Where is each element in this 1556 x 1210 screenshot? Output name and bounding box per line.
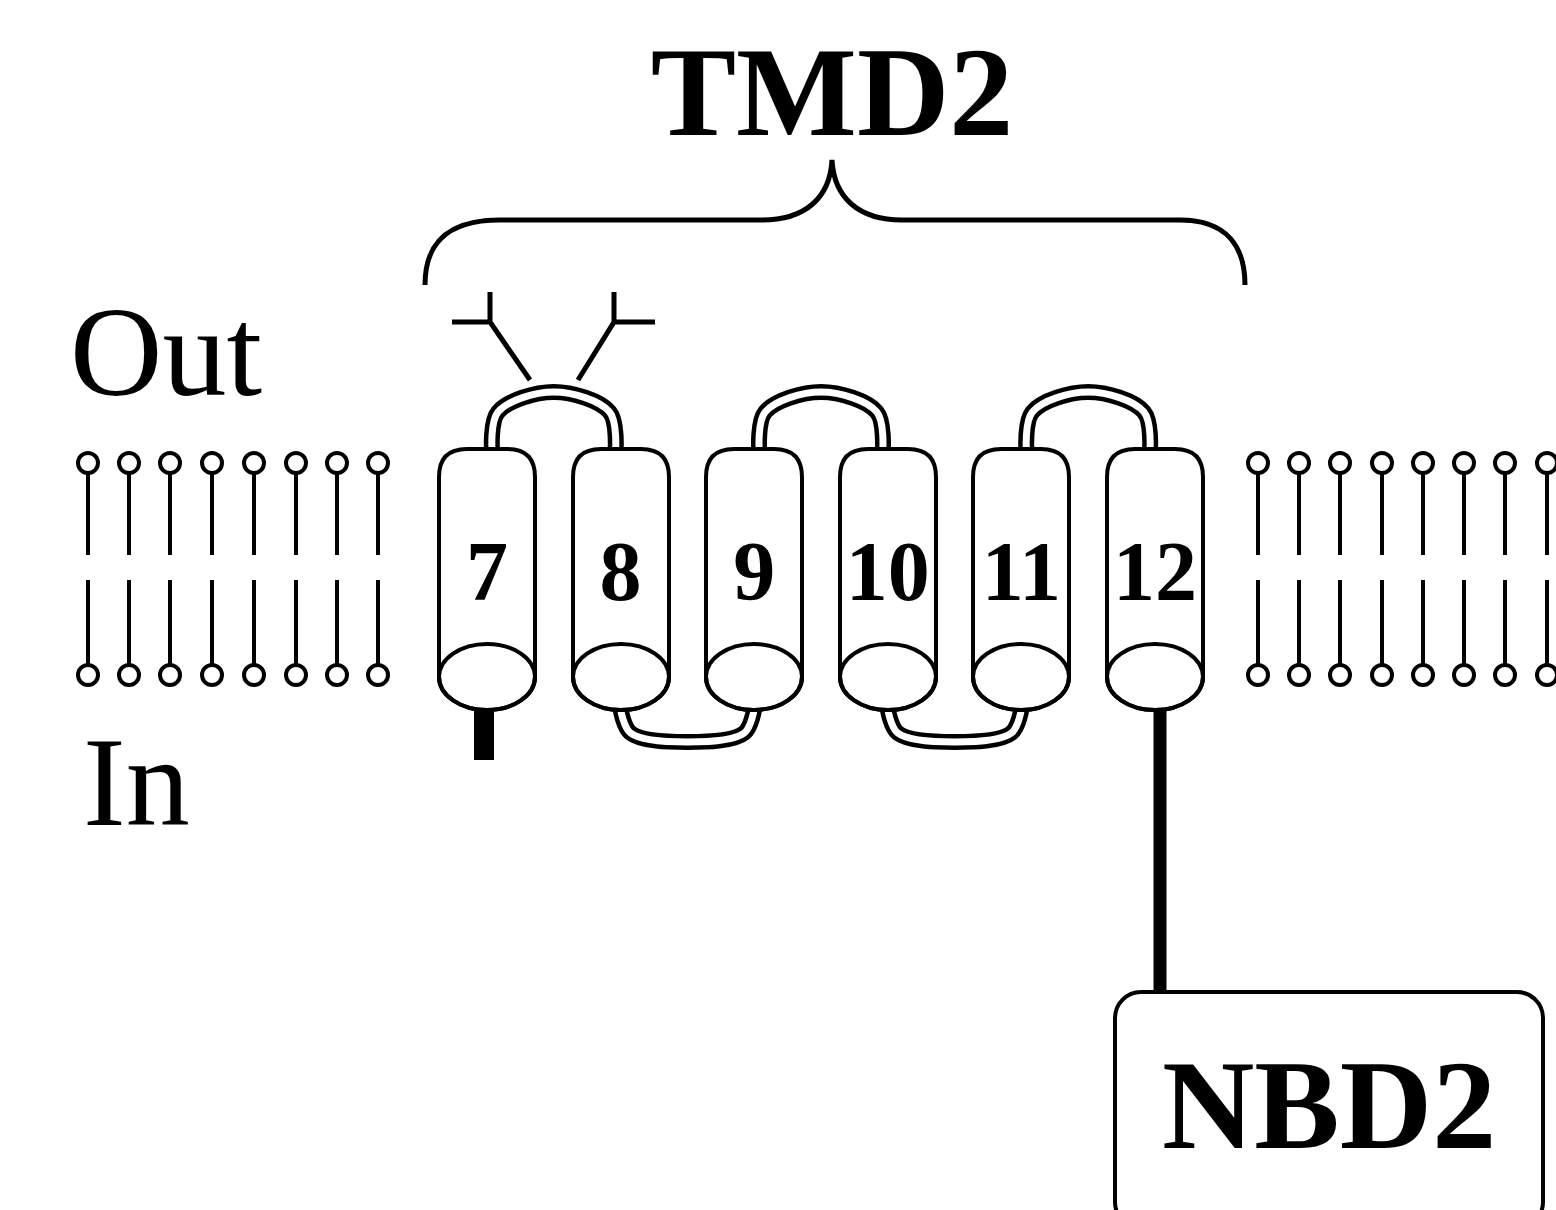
glycosylation-symbol	[452, 292, 655, 380]
domain-name: NBD2	[1113, 1041, 1545, 1169]
helix-cylinder: 10	[838, 447, 938, 712]
loop-outer	[888, 709, 1022, 742]
helix-number: 9	[704, 530, 804, 614]
side-label: Out	[70, 288, 262, 416]
loop-connector	[621, 709, 755, 742]
cylinder-end	[706, 644, 802, 710]
linker-stroke	[1154, 709, 1167, 992]
lipid-bilayer-right	[1248, 453, 1556, 685]
side-label: Out	[70, 288, 262, 416]
cylinder-end	[973, 644, 1069, 710]
loop-outer	[1026, 392, 1150, 450]
cylinder-end	[439, 644, 535, 710]
loop-inner	[492, 392, 616, 450]
helix-cylinder: 9	[704, 447, 804, 712]
cylinder-end	[573, 644, 669, 710]
loop-inner	[1026, 392, 1150, 450]
helix-cylinder: 7	[437, 447, 537, 712]
lipid-bilayer-left	[78, 453, 388, 685]
loop-outer	[621, 709, 755, 742]
loop-inner	[888, 709, 1022, 742]
loop-inner	[621, 709, 755, 742]
linker-line	[1160, 709, 1161, 992]
domain-box: NBD2	[1113, 990, 1545, 1210]
cylinder-end	[1107, 644, 1203, 710]
helix-cylinder: 11	[971, 447, 1071, 712]
loop-inner	[759, 392, 883, 450]
loop-outer	[759, 392, 883, 450]
side-label: In	[83, 718, 190, 846]
loop-connector	[759, 392, 883, 450]
domain-label: TMD2	[651, 28, 1014, 156]
domain-brace	[425, 160, 1245, 285]
helix-number: 10	[838, 530, 938, 614]
helix-number: 7	[437, 530, 537, 614]
helix-cylinder: 12	[1105, 447, 1205, 712]
loop-connector	[888, 709, 1022, 742]
loop-outer	[492, 392, 616, 450]
helix-number: 8	[571, 530, 671, 614]
side-label: In	[83, 718, 190, 846]
domain-label: TMD2	[651, 28, 1014, 156]
cylinder-end	[840, 644, 936, 710]
helix-number: 12	[1105, 530, 1205, 614]
loop-connector	[492, 392, 616, 450]
helix-cylinder: 8	[571, 447, 671, 712]
loop-connector	[1026, 392, 1150, 450]
helix-number: 11	[971, 530, 1071, 614]
